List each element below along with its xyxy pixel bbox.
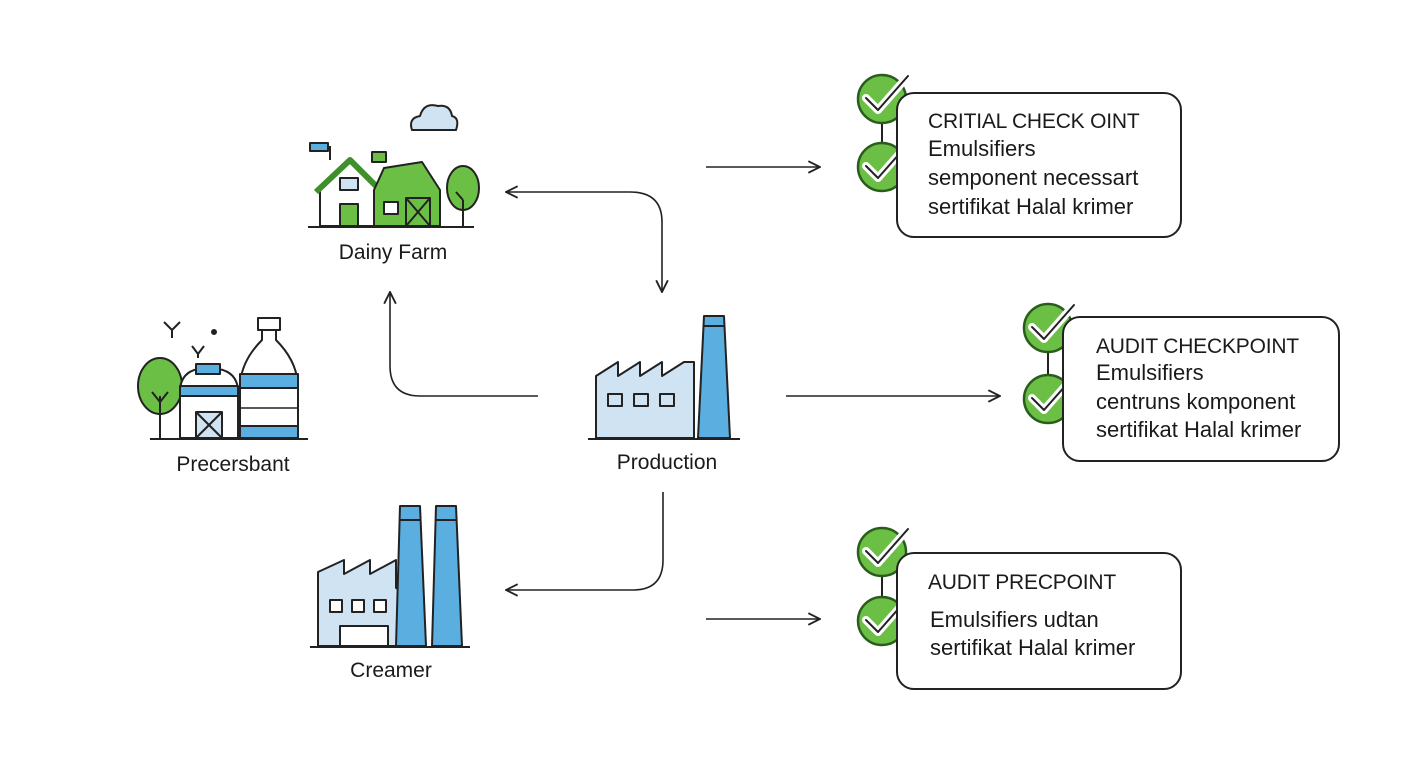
barn-icon [308, 104, 480, 228]
green-check-icon [1022, 301, 1078, 354]
checkpoint-title: AUDIT CHECKPOINT [1096, 335, 1299, 358]
arrow-farm-production [506, 192, 662, 292]
checkpoint-title: CRITIAL CHECK OINT [928, 110, 1140, 133]
checkpoint-card-2: AUDIT CHECKPOINT Emulsifiers centruns ko… [1062, 316, 1340, 462]
checkpoint-line: centruns komponent [1096, 389, 1296, 414]
green-check-icon [856, 72, 912, 125]
checkpoint-line: sertifikat Halal krimer [1096, 417, 1302, 442]
checkpoint-line: Emulsifiers udtan [930, 607, 1099, 632]
checkpoint-1-checks [856, 72, 912, 193]
precersbant-label: Precersbant [176, 453, 290, 476]
checkpoint-title: AUDIT PRECPOINT [928, 571, 1116, 594]
arrow-production-creamer [506, 492, 664, 590]
factory-icon [310, 505, 470, 648]
production-label: Production [616, 451, 718, 474]
factory-icon [588, 315, 740, 440]
arrow-production-farm [390, 292, 538, 397]
checkpoint-line: sertifikat Halal krimer [930, 635, 1136, 660]
checkpoint-2-checks [1022, 301, 1078, 425]
checkpoint-line: semponent necessart [928, 165, 1139, 190]
dairy-farm-label: Dainy Farm [338, 241, 448, 264]
green-check-icon [856, 525, 912, 578]
checkpoint-line: Emulsifiers [928, 136, 1036, 161]
plant-tanks-icon [137, 317, 308, 440]
checkpoint-line: sertifikat Halal krimer [928, 194, 1134, 219]
checkpoint-card-3: AUDIT PRECPOINT Emulsifiers udtan sertif… [896, 552, 1182, 690]
cloud-icon [410, 104, 459, 131]
creamer-label: Creamer [350, 659, 432, 682]
checkpoint-line: Emulsifiers [1096, 360, 1204, 385]
checkpoint-card-1: CRITIAL CHECK OINT Emulsifiers semponent… [896, 92, 1182, 238]
checkpoint-3-checks [856, 525, 912, 647]
connectors [390, 167, 1000, 619]
